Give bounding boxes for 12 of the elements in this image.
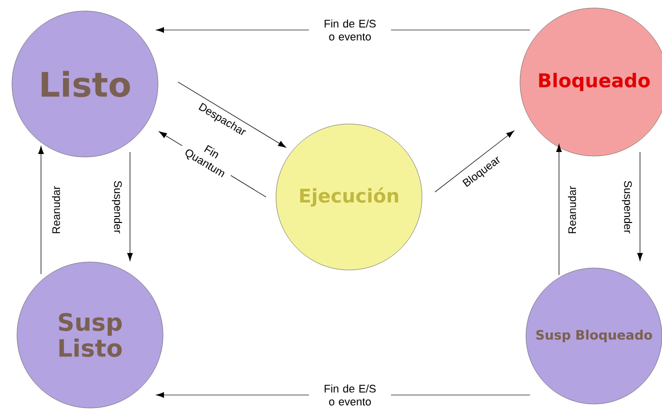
edge-label: Fin de E/S o evento [309, 18, 391, 42]
arrow [556, 144, 562, 276]
arrow [637, 152, 643, 261]
edge-label: Reanudar [566, 184, 578, 236]
edge-label: Suspender [620, 180, 634, 234]
arrow [127, 152, 133, 261]
edge-label: Reanudar [50, 184, 62, 236]
arrow [178, 82, 286, 148]
edge-label: Fin de E/S o evento [309, 384, 391, 406]
arrow [38, 146, 44, 274]
arrow [434, 130, 514, 192]
edge-label: Suspender [110, 180, 124, 234]
